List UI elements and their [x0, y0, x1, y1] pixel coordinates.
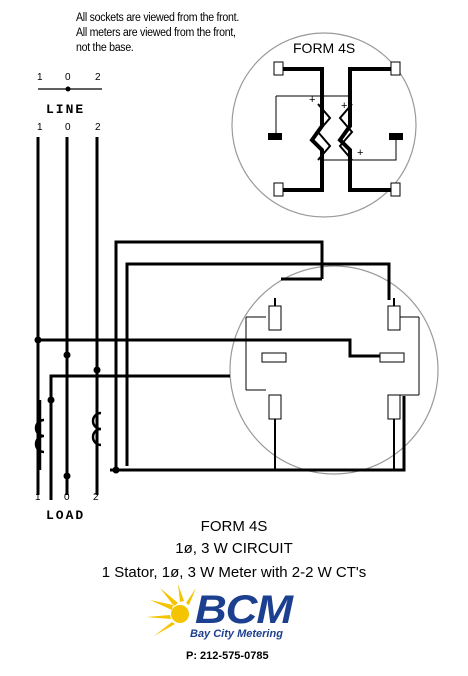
socket-terminal-tl	[268, 305, 282, 331]
socket-blade-left	[261, 352, 287, 363]
current-transformers	[34, 400, 102, 470]
meter-face-title: FORM 4S	[293, 40, 356, 56]
socket-wiring	[38, 240, 406, 500]
load-label: LOAD	[46, 508, 86, 523]
load-terminal-1: 1	[35, 492, 41, 503]
face-blade-left	[268, 133, 282, 140]
meter-face-circle	[231, 32, 417, 218]
socket-terminal-bl	[268, 394, 282, 420]
load-terminal-0: 0	[64, 492, 70, 503]
socket-circle	[229, 265, 439, 475]
bcm-sun-icon	[146, 584, 196, 636]
meter-face-coils	[275, 67, 397, 192]
line-terminal-top-1: 1	[37, 72, 43, 83]
socket-terminal-tr	[387, 305, 401, 331]
line-terminal-bottom-0: 0	[65, 122, 71, 133]
note-line-1: All sockets are viewed from the front.	[76, 12, 239, 24]
line-conductors	[36, 137, 99, 495]
svg-text:+: +	[309, 94, 315, 106]
caption-meter: 1 Stator, 1ø, 3 W Meter with 2-2 W CT's	[101, 564, 367, 581]
line-terminal-bottom-1: 1	[37, 122, 43, 133]
socket-thin-wiring	[245, 316, 420, 396]
socket-terminal-br	[387, 394, 401, 420]
caption-circuit: 1ø, 3 W CIRCUIT	[175, 540, 293, 557]
note-line-3: not the base.	[76, 42, 134, 54]
svg-text:+: +	[341, 100, 347, 112]
face-terminal-br	[390, 182, 401, 197]
bcm-subtitle: Bay City Metering	[190, 628, 283, 640]
note-line-2: All meters are viewed from the front,	[76, 27, 236, 39]
svg-text:+: +	[357, 147, 363, 159]
socket-blade-right	[379, 352, 405, 363]
load-terminal-2: 2	[93, 492, 99, 503]
face-terminal-tr	[390, 61, 401, 76]
phone-number: P: 212-575-0785	[186, 650, 269, 662]
line-terminal-top-2: 2	[95, 72, 101, 83]
line-label: LINE	[46, 102, 86, 117]
face-terminal-tl	[273, 61, 284, 76]
bcm-logo-text: BCM	[195, 588, 293, 632]
face-terminal-bl	[273, 182, 284, 197]
face-blade-right	[389, 133, 403, 140]
line-terminal-bottom-2: 2	[95, 122, 101, 133]
line-terminal-top-0: 0	[65, 72, 71, 83]
caption-title: FORM 4S	[200, 518, 268, 535]
